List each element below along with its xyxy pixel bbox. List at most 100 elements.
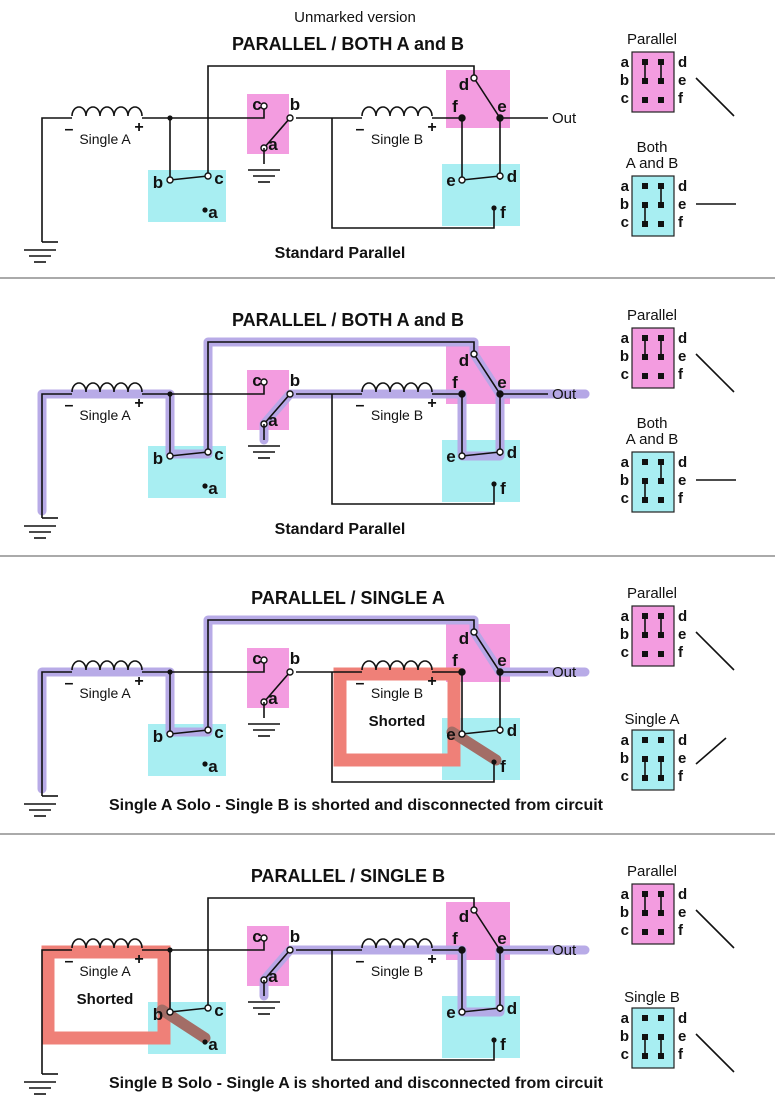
terminal-letter-e: e: [497, 373, 506, 392]
terminal-node: [166, 1008, 174, 1016]
terminal-node: [470, 628, 478, 636]
mini-switch-letter: d: [678, 330, 687, 347]
mini-switch-pin: [658, 1015, 664, 1021]
plus-sign: +: [134, 673, 143, 690]
terminal-node: [470, 350, 478, 358]
switch-c-lever: [169, 729, 209, 735]
terminal-letter-d: d: [459, 351, 469, 370]
mode-switch-label: Both: [637, 415, 668, 432]
terminal-letter-f: f: [452, 373, 458, 392]
mini-switch-letter: b: [620, 1028, 629, 1045]
mini-switch-letter: c: [621, 214, 629, 231]
wire: [207, 65, 475, 176]
switch-b-lever: [473, 909, 501, 951]
terminal-letter-b: b: [290, 95, 300, 114]
single-b-coil: [361, 660, 433, 671]
mini-switch-letter: e: [678, 472, 686, 489]
mini-switch-body: [632, 452, 674, 512]
junction-dot: [202, 1039, 208, 1045]
terminal-letter-f: f: [500, 479, 506, 498]
terminal-letter-e: e: [497, 651, 506, 670]
switch-position-indicator: [695, 909, 735, 949]
shorted-label: Shorted: [77, 991, 134, 1008]
switch-position-indicator: [695, 631, 735, 671]
plus-sign: +: [427, 119, 436, 136]
mini-switch-letter: f: [678, 922, 684, 939]
single-a-label: Single A: [79, 407, 131, 423]
mini-switch-border: [631, 729, 675, 791]
ground-wire: [41, 117, 72, 235]
ground-symbol: [24, 1081, 56, 1095]
terminal-letter-c: c: [214, 445, 223, 464]
switch-d-block: [442, 440, 520, 502]
parallel-switch-label: Parallel: [627, 585, 677, 602]
terminal-letter-d: d: [507, 721, 517, 740]
terminal-letter-c: c: [252, 649, 261, 668]
mode-switch-label: Single B: [624, 989, 680, 1006]
panel-title: PARALLEL / SINGLE A: [251, 588, 445, 608]
mini-switch-pin: [642, 373, 648, 379]
mini-switch-letter: f: [678, 366, 684, 383]
terminal-letter-a: a: [268, 967, 278, 986]
switch-c-lever: [169, 451, 209, 457]
terminal-letter-c: c: [252, 371, 261, 390]
terminal-letter-f: f: [500, 757, 506, 776]
junction-dot: [167, 391, 173, 397]
out-label: Out: [552, 942, 577, 959]
mini-switch-border: [631, 327, 675, 389]
mini-switch-pin: [658, 737, 664, 743]
terminal-letter-a: a: [268, 689, 278, 708]
single-a-coil: [71, 382, 143, 393]
mini-switch-letter: b: [620, 472, 629, 489]
switch-a-lever: [263, 671, 291, 703]
switch-position-indicator: [695, 77, 735, 117]
junction-dot: [459, 391, 465, 397]
switch-position-indicator: [695, 1033, 735, 1073]
terminal-node: [260, 934, 268, 942]
mini-switch-letter: d: [678, 54, 687, 71]
junction-dot: [459, 947, 465, 953]
mini-switch-pin: [658, 373, 664, 379]
ground-wire: [41, 393, 72, 511]
wire: [207, 341, 475, 452]
panel-caption: Standard Parallel: [275, 521, 406, 538]
single-b-label: Single B: [371, 963, 423, 979]
junction-dot: [459, 669, 465, 675]
wire: [142, 938, 265, 951]
junction-dot: [497, 669, 503, 675]
switch-position-indicator: [695, 353, 735, 393]
mini-switch-letter: b: [620, 626, 629, 643]
terminal-node: [458, 1008, 466, 1016]
wire: [331, 394, 495, 505]
terminal-letter-a: a: [208, 757, 218, 776]
junction-dot: [167, 947, 173, 953]
wire: [207, 897, 475, 1008]
mini-switch-letter: b: [620, 750, 629, 767]
terminal-node: [496, 726, 504, 734]
ground-symbol: [248, 445, 280, 459]
switch-a-lever: [263, 949, 291, 981]
terminal-letter-a: a: [268, 135, 278, 154]
panel-caption: Single A Solo - Single B is shorted and …: [109, 797, 604, 814]
mini-switch-pin: [642, 97, 648, 103]
junction-dot: [497, 947, 503, 953]
mini-switch-letter: a: [621, 1010, 630, 1027]
terminal-letter-e: e: [497, 929, 506, 948]
wire: [142, 660, 265, 673]
mini-switch-letter: d: [678, 1010, 687, 1027]
terminal-letter-d: d: [507, 167, 517, 186]
mini-switch-letter: e: [678, 348, 686, 365]
single-b-label: Single B: [371, 131, 423, 147]
terminal-letter-f: f: [452, 929, 458, 948]
junction-dot: [491, 481, 497, 487]
mini-switch-letter: e: [678, 626, 686, 643]
switch-c-lever: [169, 175, 209, 181]
mini-switch-body: [632, 606, 674, 666]
switch-d-lever: [461, 1007, 501, 1013]
terminal-node: [470, 74, 478, 82]
terminal-node: [470, 906, 478, 914]
